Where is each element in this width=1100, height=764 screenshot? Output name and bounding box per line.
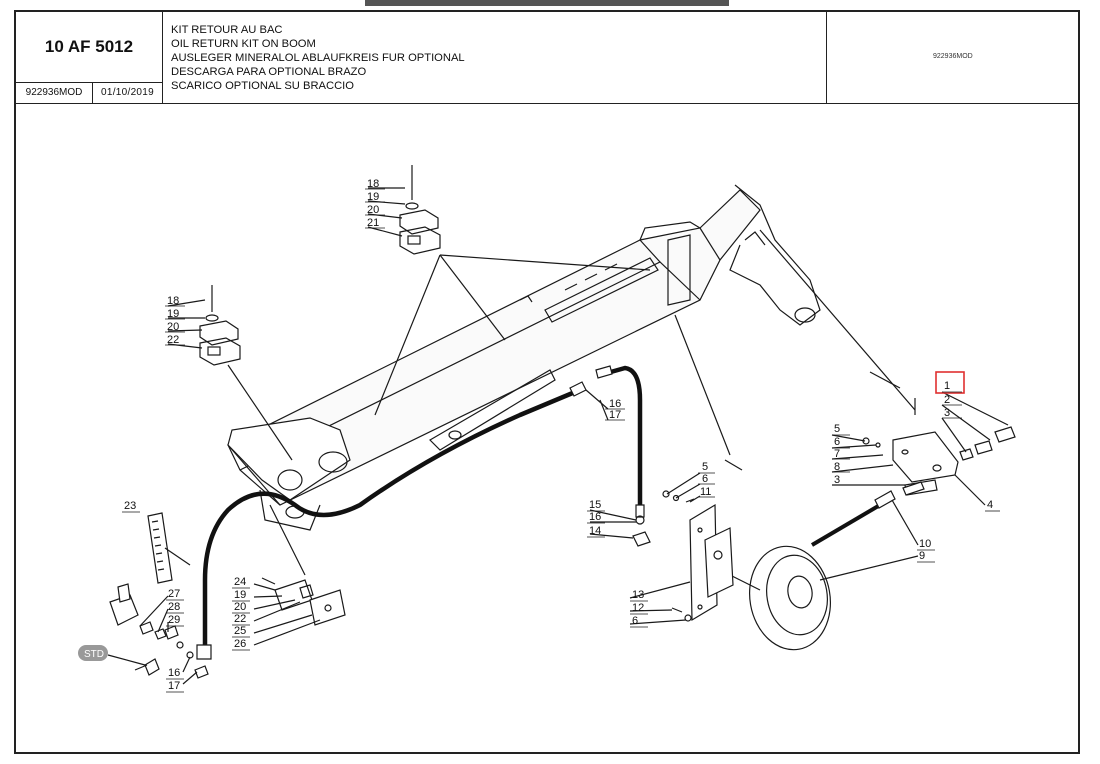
boom-body — [227, 184, 821, 531]
callout-22-lower: 22 — [234, 613, 246, 625]
upper-hose — [599, 365, 643, 510]
valve-block — [109, 583, 209, 679]
kit-code: 10 AF 5012 — [16, 12, 163, 83]
drawing-frame: 10 AF 5012 922936MOD 01/10/2019 KIT RETO… — [14, 10, 1080, 754]
callout-17-upper: 17 — [609, 409, 621, 421]
callout-labels: 18 19 20 21 18 19 20 22 16 17 1 2 3 5 6 … — [78, 178, 993, 692]
title-es: DESCARGA PARA OPTIONAL BRAZO — [171, 66, 367, 78]
callout-16-lower: 16 — [168, 667, 180, 679]
return-hose — [202, 389, 576, 655]
callout-5-right: 5 — [834, 423, 840, 435]
kit-titles: KIT RETOUR AU BAC OIL RETURN KIT ON BOOM… — [171, 23, 821, 93]
title-it: SCARICO OPTIONAL SU BRACCIO — [171, 80, 354, 92]
std-badge-label: STD — [84, 649, 104, 660]
callout-19-lower: 19 — [234, 589, 246, 601]
callout-23: 23 — [124, 500, 136, 512]
callout-13: 13 — [632, 589, 644, 601]
callout-8: 8 — [834, 461, 840, 473]
callout-24: 24 — [234, 576, 246, 588]
callout-4: 4 — [987, 499, 993, 511]
callout-28: 28 — [168, 601, 180, 613]
callout-29: 29 — [168, 614, 180, 626]
std-badge — [78, 645, 108, 661]
callout-6-center: 6 — [702, 473, 708, 485]
callout-21-top: 21 — [367, 217, 379, 229]
callout-19-left: 19 — [167, 308, 179, 320]
callout-15: 15 — [589, 499, 601, 511]
callout-25: 25 — [234, 625, 246, 637]
highlight-box-item-1 — [935, 371, 965, 394]
callout-20-lower: 20 — [234, 601, 246, 613]
callout-1: 1 — [944, 380, 950, 392]
revision-date: 01/10/2019 — [93, 82, 163, 103]
callout-9: 9 — [919, 550, 925, 562]
hose-reel — [719, 490, 896, 651]
callout-6-right: 6 — [834, 436, 840, 448]
callout-10: 10 — [919, 538, 931, 550]
callout-16-center: 16 — [589, 511, 601, 523]
top-scroll-bar — [365, 0, 729, 6]
callout-18-top: 18 — [367, 178, 379, 190]
callout-20-left: 20 — [167, 321, 179, 333]
reference-number: 922936MOD — [16, 82, 93, 103]
callout-7: 7 — [834, 448, 840, 460]
callout-6-lower: 6 — [632, 615, 638, 627]
title-en: OIL RETURN KIT ON BOOM — [171, 38, 316, 50]
title-fr: KIT RETOUR AU BAC — [171, 24, 283, 36]
callout-18-left: 18 — [167, 295, 179, 307]
mounting-plate — [689, 503, 734, 622]
callout-17-lower: 17 — [168, 680, 180, 692]
callout-3-upper: 3 — [944, 407, 950, 419]
callout-19-top: 19 — [367, 191, 379, 203]
title-de: AUSLEGER MINERALOL ABLAUFKREIS FUR OPTIO… — [171, 52, 465, 64]
callout-14: 14 — [589, 525, 601, 537]
callout-26: 26 — [234, 638, 246, 650]
callout-5-center: 5 — [702, 461, 708, 473]
callout-12: 12 — [632, 602, 644, 614]
callout-22-left: 22 — [167, 334, 179, 346]
callout-2: 2 — [944, 394, 950, 406]
header-divider — [826, 12, 827, 103]
lower-fittings — [632, 490, 695, 622]
callout-11: 11 — [700, 486, 711, 498]
right-reference: 922936MOD — [933, 53, 973, 60]
callout-27: 27 — [168, 588, 180, 600]
bracket-group-left — [199, 285, 241, 366]
title-block: 10 AF 5012 922936MOD 01/10/2019 KIT RETO… — [16, 12, 1078, 104]
right-bracket — [862, 426, 1016, 496]
bracket-group-top — [399, 165, 441, 255]
callout-16-upper: 16 — [609, 398, 621, 410]
callout-20-top: 20 — [367, 204, 379, 216]
grid-plate — [147, 512, 191, 584]
callout-3-lower: 3 — [834, 474, 840, 486]
